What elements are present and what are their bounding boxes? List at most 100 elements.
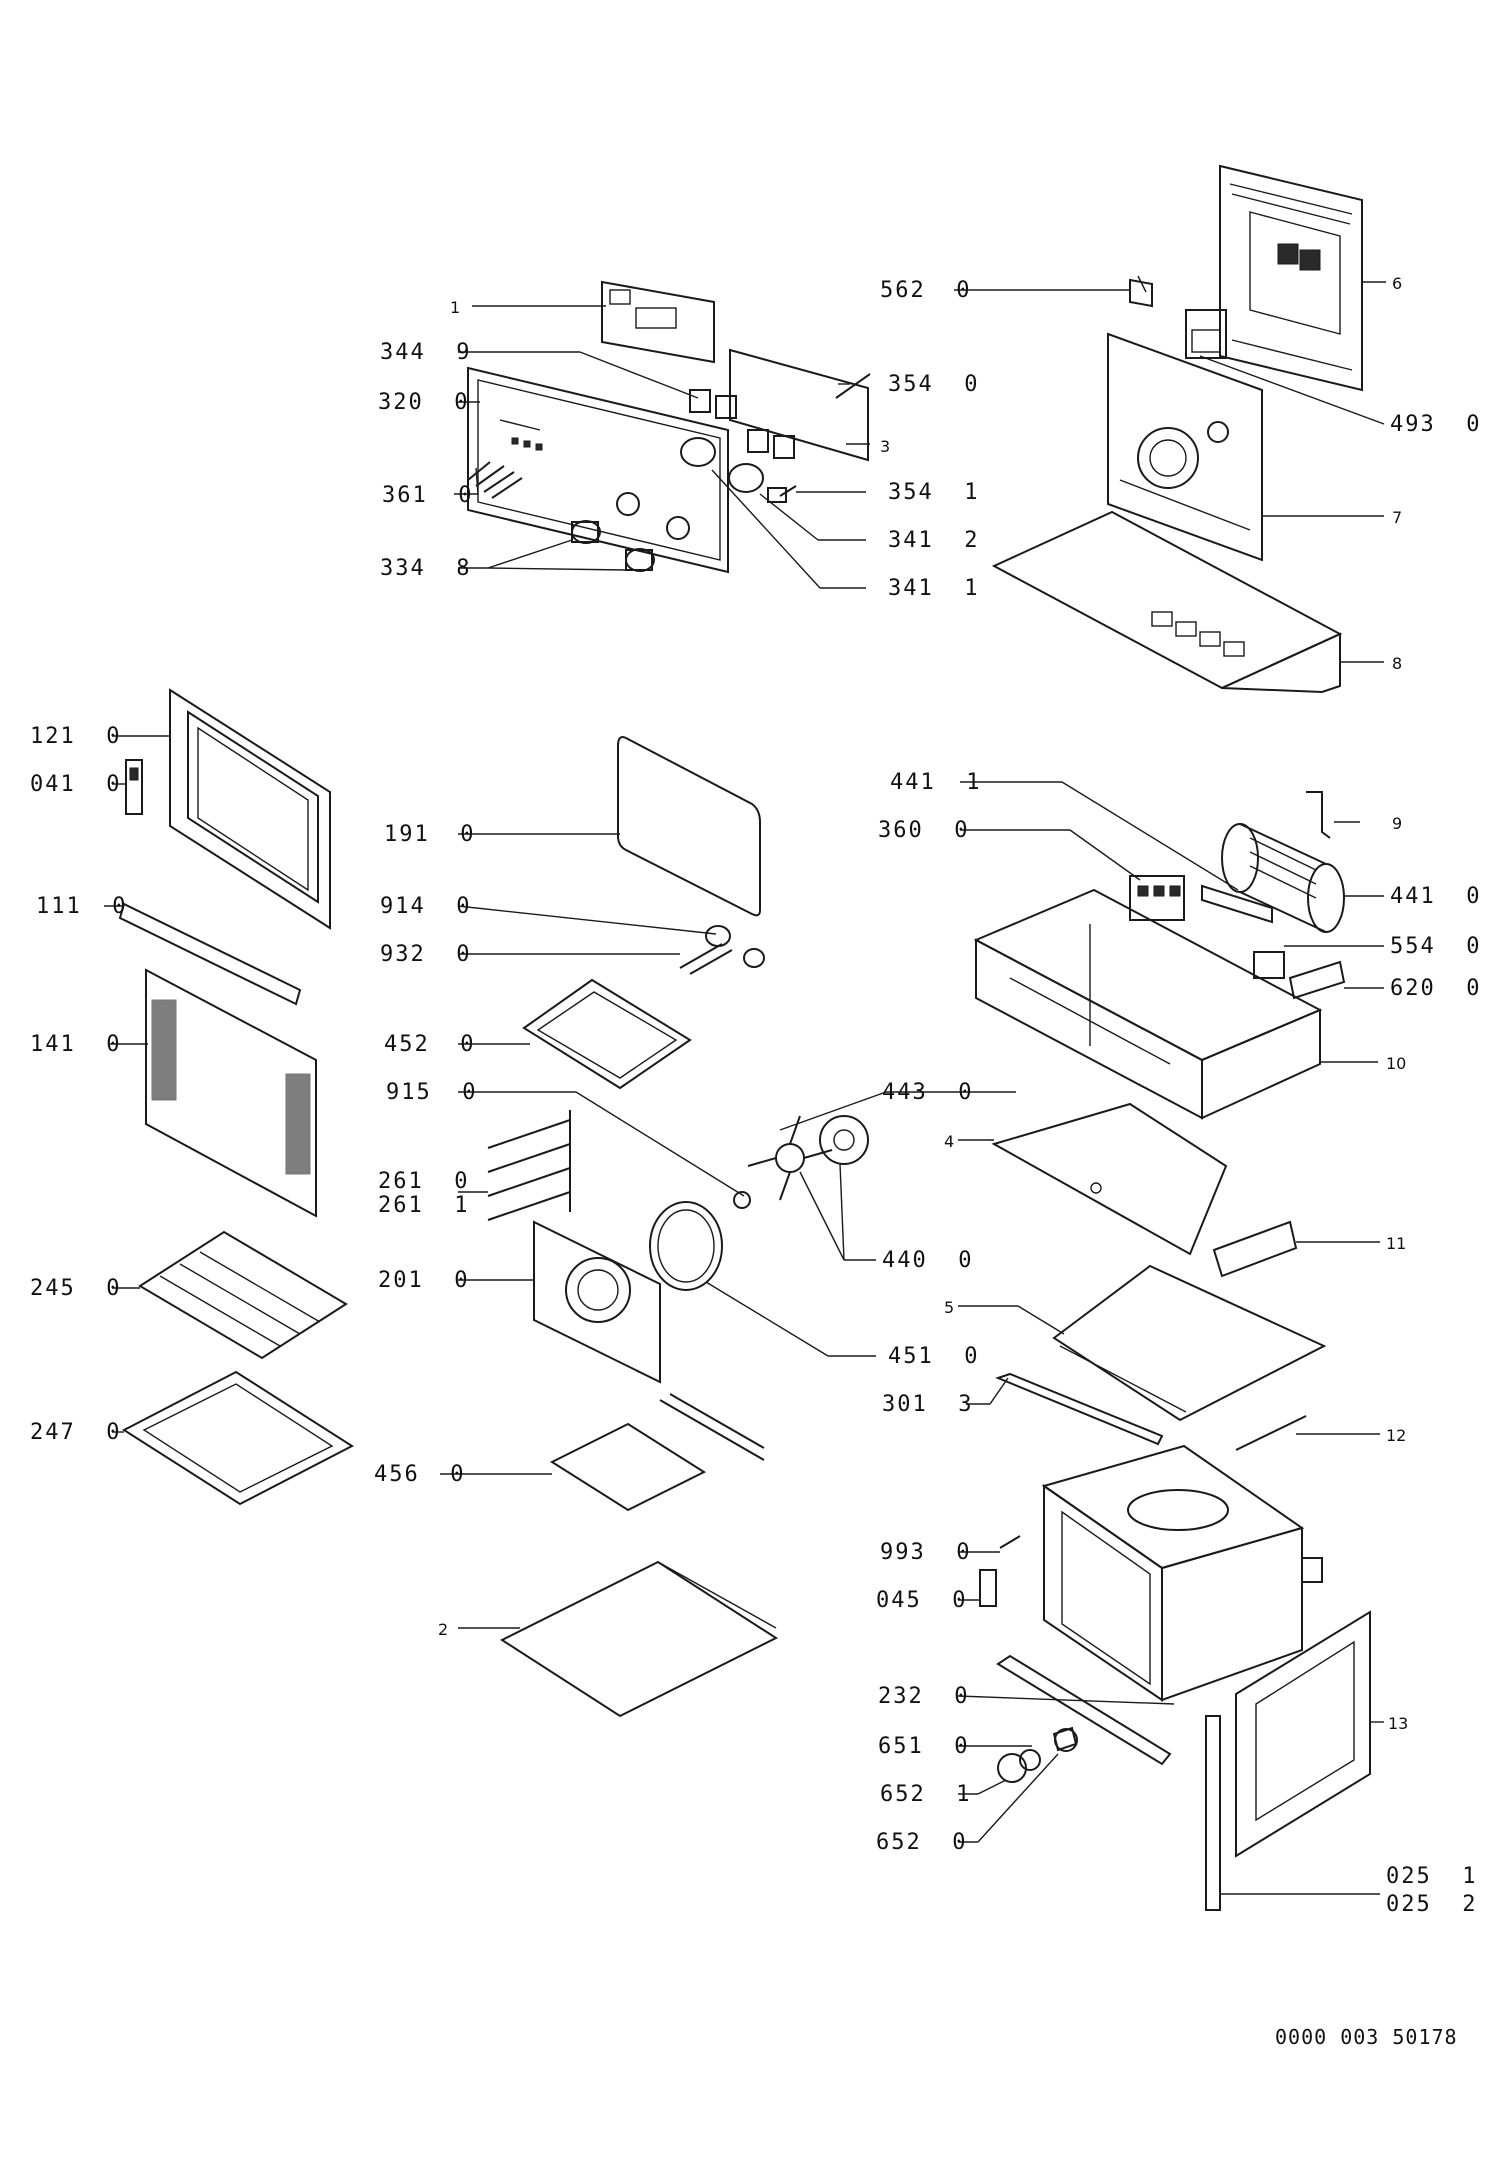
lamp-651-part [1052,1726,1078,1752]
part-label-11: 11 [1386,1234,1407,1253]
hinge-block-045-part [979,1569,997,1607]
part-label-141-0: 141 0 [30,1032,122,1057]
rear-panel-part [1219,164,1363,392]
connector-strip-part [1201,884,1273,924]
part-label-4: 4 [944,1132,955,1151]
part-label-10: 10 [1386,1054,1407,1073]
spindle-parts [767,373,871,503]
baking-tray-part [121,1370,355,1506]
oven-cavity-part [1041,1444,1323,1702]
grill-element-part [522,943,733,1090]
part-label-245-0: 245 0 [30,1276,122,1301]
screw-993-part [999,1535,1021,1549]
lamp-652-part [997,1749,1041,1783]
part-label-440-0: 440 0 [882,1248,974,1273]
part-label-232-0: 232 0 [878,1684,970,1709]
fan-blade-part [733,1115,869,1209]
part-label-456-0: 456 0 [374,1462,466,1487]
part-label-652-1: 652 1 [880,1782,972,1807]
lower-trim-232-part [996,1654,1172,1766]
part-label-651-0: 651 0 [878,1734,970,1759]
door-trim-part [118,902,302,1006]
bottom-element-part [549,1393,765,1512]
part-label-041-0: 041 0 [30,772,122,797]
part-label-554-0: 554 0 [1390,934,1482,959]
part-label-9: 9 [1392,814,1403,833]
part-label-3: 3 [880,437,891,456]
door-hinge-part [125,759,143,815]
part-label-261-1: 261 1 [378,1193,470,1218]
inner-door-frame-part [169,688,331,930]
base-frame-part [973,888,1323,1120]
bottom-panel-part [499,1560,779,1718]
part-label-344-9: 344 9 [380,340,472,365]
part-label-360-0: 360 0 [878,818,970,843]
part-label-320-0: 320 0 [378,390,470,415]
part-label-932-0: 932 0 [380,942,472,967]
terminal-block-part [1129,875,1185,921]
part-label-2: 2 [438,1620,449,1639]
part-label-341-1: 341 1 [888,576,980,601]
part-label-441-1: 441 1 [890,770,982,795]
part-label-12: 12 [1386,1426,1407,1445]
part-label-993-0: 993 0 [880,1540,972,1565]
plate-5-part [1052,1264,1327,1422]
cover-11-part [1212,1220,1298,1278]
part-label-7: 7 [1392,508,1403,527]
part-label-652-0: 652 0 [876,1830,968,1855]
outer-door-glass-part [145,968,317,1218]
part-label-341-2: 341 2 [888,528,980,553]
part-label-025-2: 025 2 [1386,1892,1478,1917]
part-label-261-0: 261 0 [378,1169,470,1194]
part-label-5: 5 [944,1298,955,1317]
tangential-fan-part [1221,823,1345,933]
connector-620-part [1288,960,1346,1000]
part-label-1: 1 [450,298,461,317]
indicator-lamps-part [467,461,523,499]
part-label-121-0: 121 0 [30,724,122,749]
oven-seal-part [617,736,761,917]
switch-554-part [1253,951,1285,979]
part-label-8: 8 [1392,654,1403,673]
top-duct-part [991,510,1343,694]
part-label-354-1: 354 1 [888,480,980,505]
side-rails-part [487,1110,571,1221]
part-label-13: 13 [1388,1714,1409,1733]
part-label-451-0: 451 0 [888,1344,980,1369]
part-label-914-0: 914 0 [380,894,472,919]
part-label-443-0: 443 0 [882,1080,974,1105]
part-label-562-0: 562 0 [880,278,972,303]
fan-cover-part [533,1220,661,1384]
fascia-panel-part [467,366,729,574]
document-number: 0000 003 50178 [1275,2025,1458,2049]
knobs-part [571,520,655,572]
rail-301-part [995,1372,1164,1446]
part-label-334-8: 334 8 [380,556,472,581]
part-label-301-3: 301 3 [882,1392,974,1417]
rod-12-part [1235,1415,1307,1451]
part-label-354-0: 354 0 [888,372,980,397]
part-label-493-0: 493 0 [1390,412,1482,437]
side-rail-025-part [1205,1715,1221,1911]
part-label-6: 6 [1392,274,1403,293]
part-label-201-0: 201 0 [378,1268,470,1293]
control-board-part [601,280,715,364]
fan-element-ring-part [649,1201,723,1291]
wire-rack-part [138,1230,348,1360]
part-label-361-0: 361 0 [382,483,474,508]
part-label-025-1: 025 1 [1386,1864,1478,1889]
part-label-915-0: 915 0 [386,1080,478,1105]
side-door-13-part [1235,1610,1371,1858]
part-label-441-0: 441 0 [1390,884,1482,909]
fan-mount-panel-part [1107,332,1263,562]
part-label-452-0: 452 0 [384,1032,476,1057]
part-label-191-0: 191 0 [384,822,476,847]
plate-4-part [991,1102,1228,1256]
part-label-045-0: 045 0 [876,1588,968,1613]
part-label-247-0: 247 0 [30,1420,122,1445]
bracket-9-part [1306,791,1331,839]
switch-562-part [1129,275,1153,308]
part-label-111-0: 111 0 [36,894,128,919]
switch-bracket-part [680,348,869,493]
